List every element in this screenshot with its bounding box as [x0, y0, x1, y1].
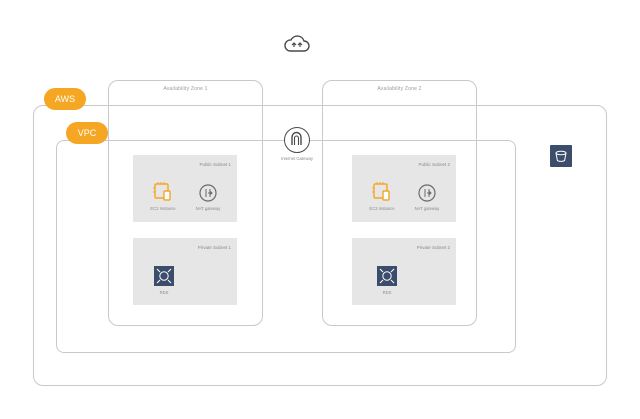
ec2-instance-icon	[372, 182, 390, 201]
public-subnet-1: Public Subnet 1 EC2 Instance NAT gateway	[133, 155, 237, 222]
nat-gateway-label: NAT gateway	[195, 206, 221, 211]
rds-icon	[154, 266, 174, 286]
internet-gateway-icon	[284, 127, 310, 153]
ec2-instance-label: EC2 Instance	[369, 206, 395, 211]
s3-bucket-icon	[550, 145, 572, 167]
public-subnet-2-label: Public Subnet 2	[418, 162, 450, 167]
aws-cloud-container	[33, 105, 607, 386]
az-2-label: Availability Zone 2	[377, 86, 422, 92]
availability-zone-1: Availability Zone 1	[108, 80, 263, 326]
internet-gateway-label: Internet Gateway	[281, 156, 313, 161]
ec2-instance-icon	[153, 182, 171, 201]
private-subnet-2-label: Private Subnet 2	[416, 245, 450, 250]
nat-gateway-icon	[418, 184, 436, 202]
ec2-instance-label: EC2 Instance	[150, 206, 176, 211]
rds-label: RDS	[382, 290, 392, 295]
vpc-tag: VPC	[66, 122, 108, 144]
private-subnet-1-label: Private Subnet 1	[197, 245, 231, 250]
cloud-upload-icon	[284, 35, 310, 52]
public-subnet-2: Public Subnet 2 EC2 Instance NAT gateway	[352, 155, 456, 222]
rds-icon	[377, 266, 397, 286]
az-1-label: Availability Zone 1	[163, 86, 208, 92]
public-subnet-1-label: Public Subnet 1	[199, 162, 231, 167]
private-subnet-2: Private Subnet 2 RDS	[352, 238, 456, 305]
nat-gateway-label: NAT gateway	[414, 206, 440, 211]
nat-gateway-icon	[199, 184, 217, 202]
private-subnet-1: Private Subnet 1 RDS	[133, 238, 237, 305]
aws-tag: AWS	[44, 88, 86, 110]
rds-label: RDS	[159, 290, 169, 295]
availability-zone-2: Availability Zone 2	[322, 80, 477, 326]
